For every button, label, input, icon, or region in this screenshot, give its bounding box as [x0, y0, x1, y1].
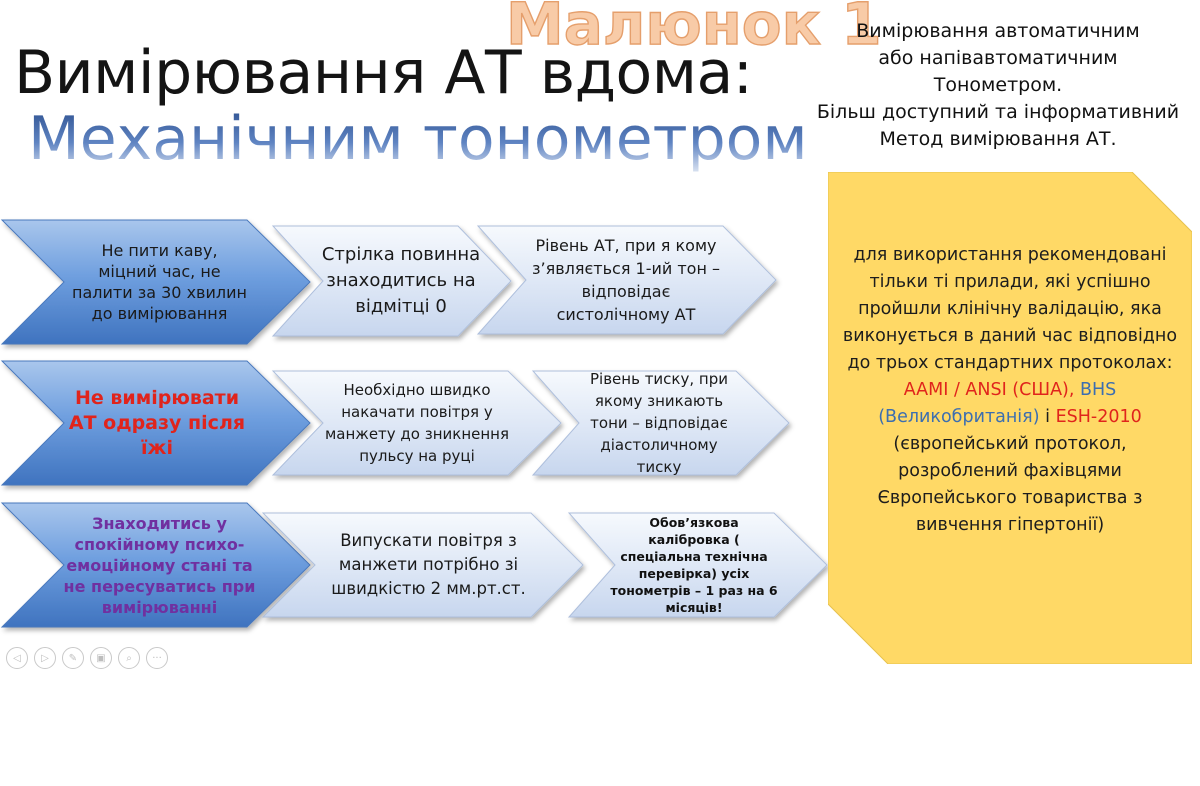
pen-icon[interactable]: ✎	[62, 647, 84, 669]
chevron-shape-icon	[0, 219, 311, 345]
row2-first-text: Не вимірювати АТ одразу після їжі	[68, 386, 246, 459]
chevron-shape-icon	[261, 512, 584, 618]
row3-first-chevron: Знаходитись у спокійному психо-емоційном…	[0, 502, 312, 628]
prev-icon[interactable]: ◁	[6, 647, 28, 669]
chevron-shape-icon	[271, 225, 512, 337]
row2-second-text: Необхідно швидко накачати повітря у манж…	[324, 381, 510, 465]
info-esh: ESH-2010	[1055, 407, 1142, 427]
chevron-shape-icon	[476, 225, 777, 335]
slide-title: Вимірювання АТ вдома:	[14, 38, 753, 108]
info-part2: (європейський протокол, розроблений фахі…	[877, 434, 1143, 535]
row2-third-chevron: Рівень тиску, при якому зникають тони – …	[531, 370, 791, 476]
slides-icon[interactable]: ▣	[90, 647, 112, 669]
row1-third-chevron: Рівень АТ, при я кому з’являється 1-ий т…	[476, 225, 778, 335]
info-and: і	[1045, 407, 1050, 427]
row1-second-chevron: Стрілка повинна знаходитись на відмітці …	[271, 225, 513, 337]
row1-first-chevron: Не пити каву, міцний час, не палити за 3…	[0, 219, 312, 345]
top-note-line: Тонометром.	[933, 74, 1063, 96]
slide-subtitle: Механічним тонометром	[28, 104, 808, 174]
top-note-line: Більш доступний та інформативний	[816, 101, 1180, 123]
chevron-shape-icon	[271, 370, 562, 476]
row3-third-chevron: Обов’язкова калібровка ( спеціальна техн…	[567, 512, 829, 618]
zoom-icon[interactable]: ⌕	[118, 647, 140, 669]
info-aami: AAMI / ANSI (США),	[903, 380, 1075, 400]
row1-second-text: Стрілка повинна знаходитись на відмітці …	[321, 244, 481, 317]
row3-second-chevron: Випускати повітря з манжети потрібно зі …	[261, 512, 585, 618]
row2-third-text: Рівень тиску, при якому зникають тони – …	[590, 370, 728, 476]
figure-label: Малюнок 1	[505, 0, 882, 59]
top-note-line: Метод вимірювання АТ.	[879, 128, 1117, 150]
slideshow-toolbar: ◁ ▷ ✎ ▣ ⌕ ···	[6, 647, 168, 669]
top-note-line: Вимірювання автоматичним	[856, 20, 1140, 42]
info-bhs: BHS (Великобританія)	[878, 380, 1117, 427]
row3-first-text: Знаходитись у спокійному психо-емоційном…	[63, 513, 256, 617]
row1-third-text: Рівень АТ, при я кому з’являється 1-ий т…	[531, 236, 721, 324]
more-icon[interactable]: ···	[146, 647, 168, 669]
folded-corner-shape-icon	[828, 172, 1192, 664]
row1-first-text: Не пити каву, міцний час, не палити за 3…	[72, 241, 247, 323]
row2-first-chevron: Не вимірювати АТ одразу після їжі	[0, 360, 312, 486]
row3-second-text: Випускати повітря з манжети потрібно зі …	[331, 531, 526, 598]
row3-third-text: Обов’язкова калібровка ( спеціальна техн…	[610, 515, 778, 615]
row2-second-chevron: Необхідно швидко накачати повітря у манж…	[271, 370, 563, 476]
chevron-shape-icon	[531, 370, 790, 476]
info-box-text: для використання рекомендовані тільки ті…	[842, 242, 1178, 539]
next-icon[interactable]: ▷	[34, 647, 56, 669]
chevron-shape-icon	[0, 360, 311, 486]
chevron-shape-icon	[0, 502, 311, 628]
info-part1: для використання рекомендовані тільки ті…	[842, 245, 1178, 373]
info-box: для використання рекомендовані тільки ті…	[828, 172, 1192, 664]
chevron-shape-icon	[567, 512, 828, 618]
top-note: Вимірювання автоматичним або напівавтома…	[798, 18, 1198, 153]
top-note-line: або напівавтоматичним	[878, 47, 1118, 69]
